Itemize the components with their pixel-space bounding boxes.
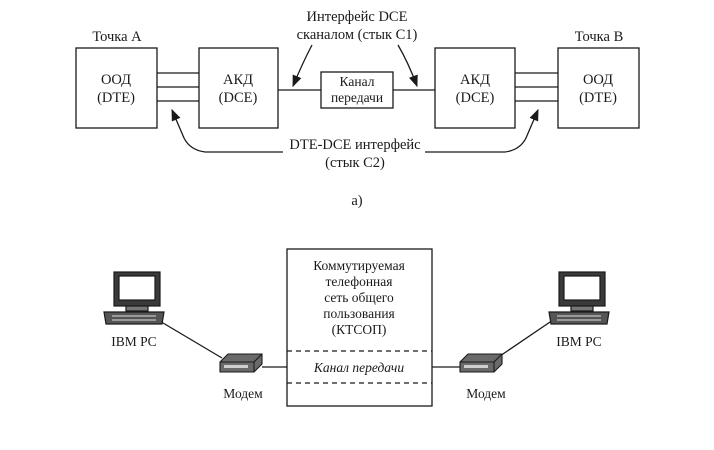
dte-left-label-2: (DTE) (97, 90, 135, 106)
diagram-a-text: Точка А Точка В ООД (DTE) АКД (DCE) Кана… (92, 9, 623, 209)
link-modem-right-pc (499, 319, 554, 357)
c1-arrow-left (292, 44, 313, 88)
pc-left-label: IBM PC (111, 334, 156, 349)
dce-interface-label-1: Интерфейс DCE (307, 9, 408, 25)
channel-label-1: Канал (340, 74, 375, 89)
network-label-2: телефонная (326, 274, 393, 289)
dte-right-label-1: ООД (583, 72, 613, 88)
modem-left-label: Модем (223, 386, 263, 401)
dce-left-label-1: АКД (223, 72, 253, 88)
channel-label-b: Канал передачи (313, 360, 404, 375)
dte-dce-interface-label-1: DTE-DCE интерфейс (289, 137, 420, 153)
dte-dce-interface-label-2: (стык С2) (325, 155, 385, 171)
c2-arrow-right (425, 108, 539, 153)
dte-right-label-2: (DTE) (579, 90, 617, 106)
dce-right-label-1: АКД (460, 72, 490, 88)
desktop-computer-icon (103, 271, 165, 325)
network-label-3: сеть общего (324, 290, 394, 305)
figure-caption-a: а) (351, 193, 362, 209)
diagram-a (75, 44, 640, 153)
network-label-1: Коммутируемая (313, 258, 405, 273)
dce-interface-label-2: сканалом (стык С1) (297, 27, 418, 43)
link-pc-left-modem (157, 319, 223, 359)
modem-icon (219, 353, 263, 373)
dce-right-label-2: (DCE) (456, 90, 495, 106)
dte-left-label-1: ООД (101, 72, 131, 88)
modem-icon (459, 353, 503, 373)
pc-right-label: IBM PC (556, 334, 601, 349)
diagram-b-text: IBM PC IBM PC Модем Модем Коммутируемая … (111, 258, 601, 401)
dce-box-right (434, 47, 516, 129)
c2-arrow-left (171, 108, 283, 153)
point-b-label: Точка В (575, 29, 624, 45)
modem-right-label: Модем (466, 386, 506, 401)
diagram-b (157, 248, 554, 407)
channel-label-2: передачи (331, 90, 383, 105)
network-label-4: пользования (323, 306, 395, 321)
network-box (286, 248, 433, 407)
point-a-label: Точка А (92, 29, 142, 45)
desktop-computer-icon (548, 271, 610, 325)
dce-left-label-2: (DCE) (219, 90, 258, 106)
network-label-5: (КТСОП) (332, 322, 387, 337)
dte-box-left (75, 47, 158, 129)
dte-box-right (557, 47, 640, 129)
dce-box-left (198, 47, 279, 129)
c1-arrow-right (397, 44, 418, 88)
